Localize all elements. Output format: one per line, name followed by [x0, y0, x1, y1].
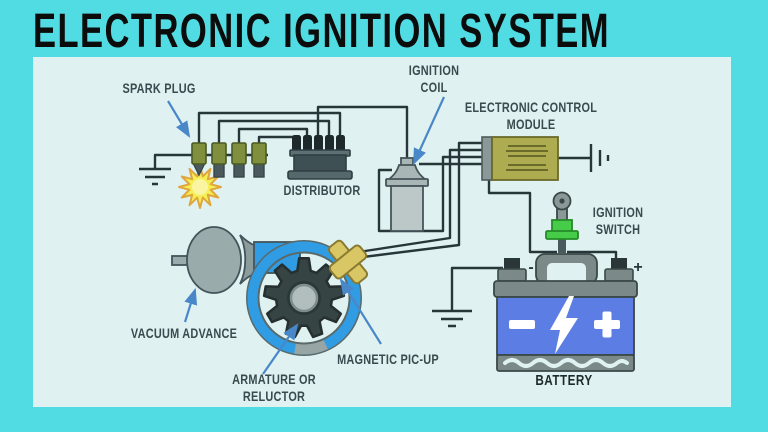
pointer-arrows — [167, 96, 446, 375]
battery-base-wave — [503, 358, 629, 368]
plug-lead — [237, 127, 309, 144]
distributor-label: DISTRIBUTOR — [283, 182, 361, 198]
pickup-lead — [346, 141, 483, 261]
armature-arrow — [262, 323, 299, 375]
spark-plug-stems — [213, 162, 265, 178]
magnetic-pickup-shape — [327, 239, 369, 285]
page-title: ELECTRONIC IGNITION SYSTEM — [33, 5, 610, 58]
plug-lead — [217, 119, 331, 144]
ring-gray-segment — [294, 339, 328, 355]
vacuum-advance-label: VACUUM ADVANCE — [130, 325, 238, 341]
ignition-switch-label: IGNITION SWITCH — [592, 204, 644, 237]
magnetic-pickup-label: MAGNETIC PIC-UP — [337, 351, 439, 367]
battery-terminal-positive — [604, 258, 634, 282]
coil-ht-lead — [316, 105, 409, 164]
spark-plugs — [178, 142, 267, 209]
ecm-switch-lead — [487, 179, 557, 254]
battery-terminal-negative — [497, 258, 527, 282]
lightning-bolt-icon — [550, 296, 578, 354]
armature-label: ARMATURE OR RELUCTOR — [232, 371, 316, 404]
ecm-label: ELECTRONIC CONTROL MODULE — [464, 99, 598, 132]
spark-core — [192, 179, 208, 195]
minus-icon — [509, 320, 535, 329]
ecm-shape — [481, 136, 559, 181]
ignition-switch-shape — [545, 191, 579, 253]
battery-shape — [493, 253, 638, 372]
battery-label: BATTERY — [535, 372, 593, 389]
ignition-coil-arrow — [412, 96, 446, 166]
ecm-detail-lines — [506, 145, 548, 171]
spark-plug-arrow — [167, 100, 191, 138]
spark-plug-label: SPARK PLUG — [122, 80, 196, 96]
reluctor-ring — [246, 240, 362, 356]
magnetic-pickup-arrow — [339, 278, 382, 345]
switch-battery-lead — [567, 250, 618, 260]
plus-icon — [594, 311, 620, 338]
ground-symbol — [558, 144, 610, 172]
positive-terminal-sign: + — [633, 259, 643, 276]
ground-symbol — [139, 153, 268, 186]
vacuum-advance-arrow — [183, 287, 198, 323]
distributor-terminals — [292, 135, 345, 152]
pickup-lead — [351, 148, 483, 255]
distributor-shape — [287, 135, 353, 180]
ignition-coil-label: IGNITION COIL — [408, 62, 460, 95]
negative-terminal-sign: - — [528, 259, 534, 276]
ground-symbol — [432, 266, 503, 328]
plug-lead — [197, 111, 342, 144]
spark-plug-bodies — [191, 142, 267, 165]
ignition-coil-shape — [385, 157, 429, 232]
